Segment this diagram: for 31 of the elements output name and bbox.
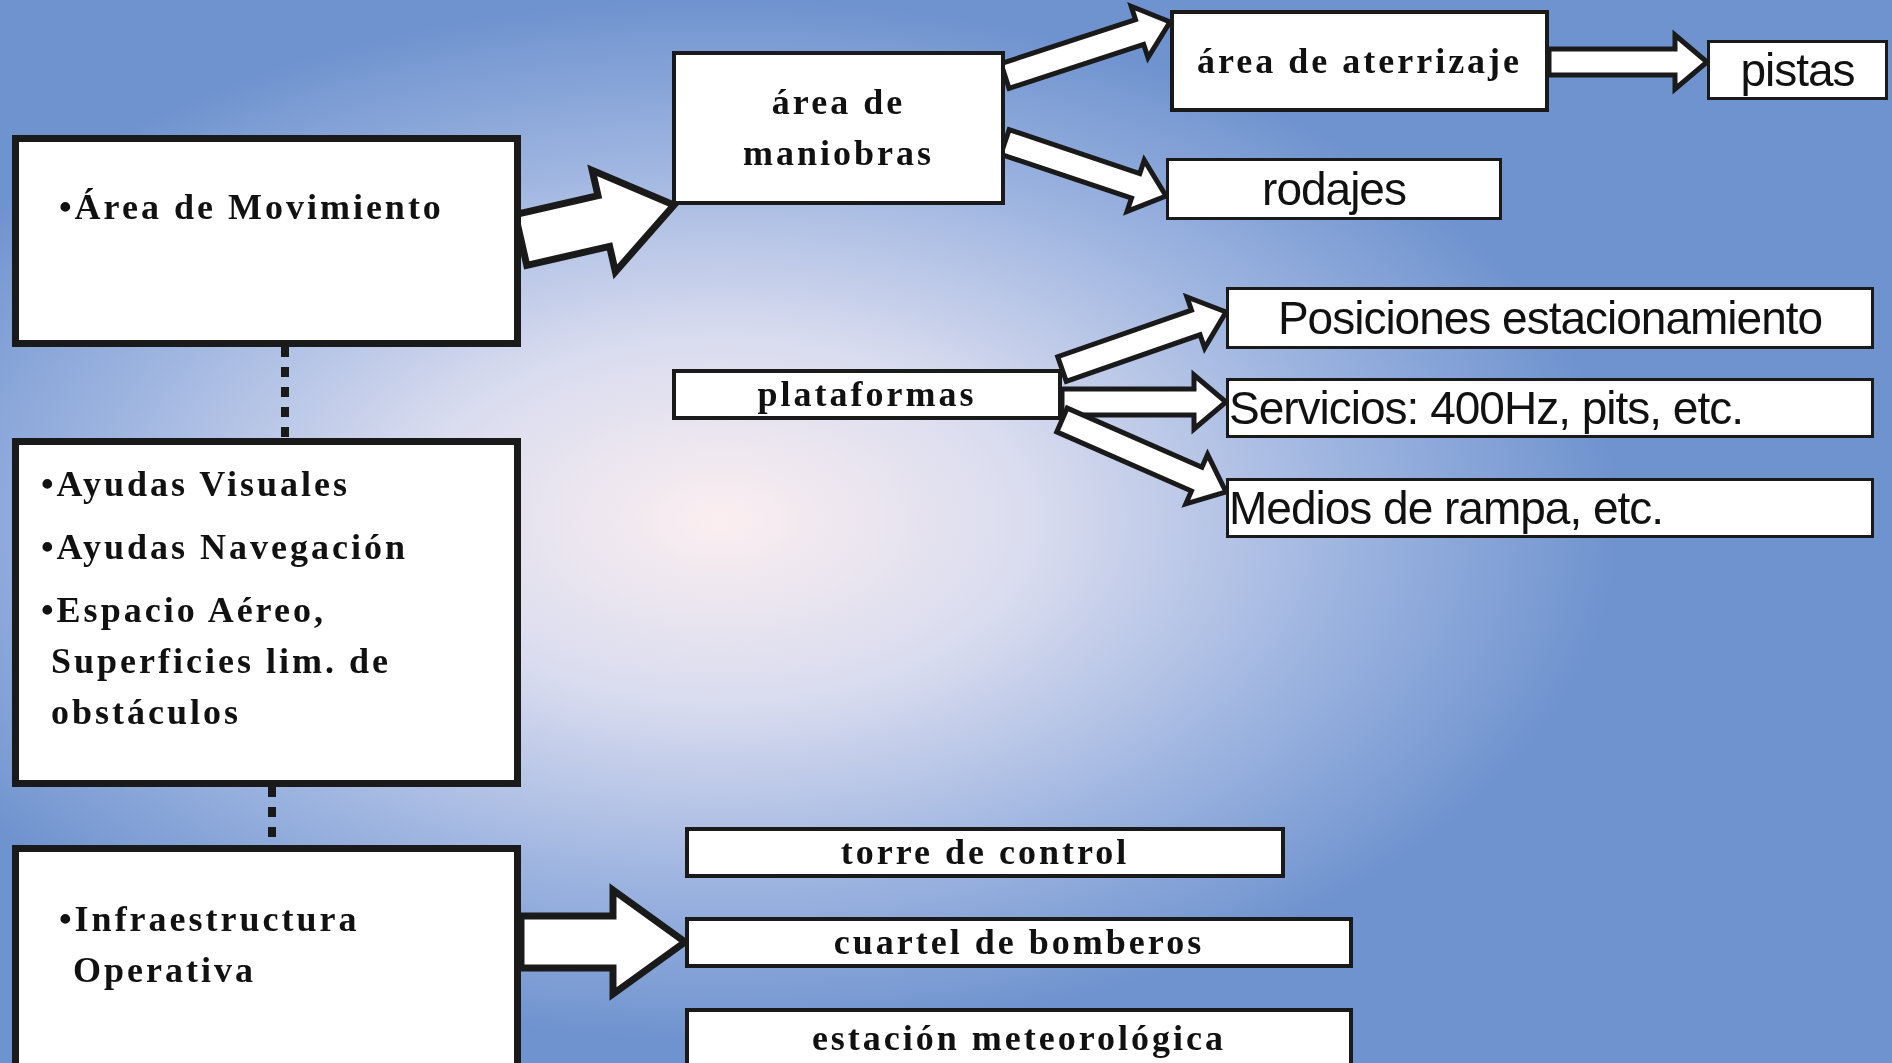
- text-box: [672, 51, 1005, 205]
- text-box: [1170, 10, 1549, 112]
- text-box: [685, 1008, 1353, 1063]
- box-text: torre de control: [840, 831, 1130, 874]
- text-box: [1707, 40, 1888, 100]
- dotted-connector: [281, 347, 289, 438]
- box-text: cuartel de bomberos: [833, 921, 1205, 964]
- text-box: [1226, 378, 1874, 438]
- box-text: plataformas: [757, 373, 977, 416]
- text-box: [12, 845, 521, 1063]
- text-box: [12, 135, 521, 347]
- box-text: Servicios: 400Hz, pits, etc.: [1229, 381, 1743, 436]
- box-text: pistas: [1740, 43, 1855, 98]
- box-text: área de maniobras: [742, 81, 935, 175]
- box-text: •Espacio Aéreo, Superficies lim. de obstáculos: [41, 589, 392, 734]
- box-text: estación meteorológica: [811, 1017, 1227, 1060]
- box-text: Medios de rampa, etc.: [1229, 481, 1664, 536]
- text-box: [1226, 287, 1874, 349]
- text-box: [1166, 158, 1502, 220]
- box-text: •Área de Movimiento: [59, 186, 445, 229]
- box-text: rodajes: [1262, 162, 1406, 217]
- text-box: [12, 438, 521, 787]
- box-text: •Ayudas Visuales: [41, 463, 352, 506]
- text-box: [685, 827, 1285, 878]
- box-text: •Infraestructura Operativa: [59, 898, 361, 992]
- text-box: [685, 917, 1353, 968]
- text-box: [1226, 478, 1874, 538]
- box-text: •Ayudas Navegación: [41, 526, 409, 569]
- text-box: [672, 369, 1062, 420]
- box-text: Posiciones estacionamiento: [1277, 291, 1823, 346]
- box-text: área de aterrizaje: [1196, 39, 1523, 83]
